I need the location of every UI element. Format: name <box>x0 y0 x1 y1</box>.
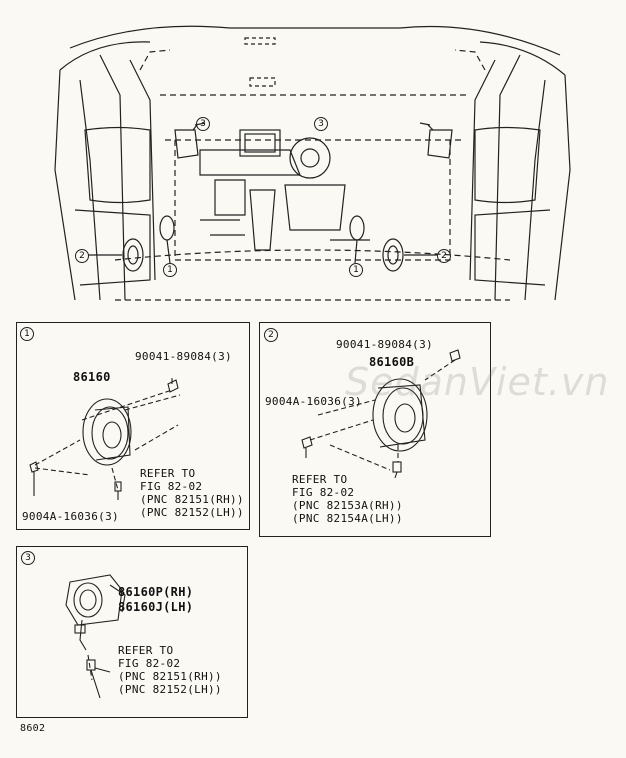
detail-panel-1 <box>16 322 250 530</box>
panel-1-part-screw-top: 90041-89084(3) <box>135 350 232 363</box>
panel-1-badge: 1 <box>20 327 34 341</box>
detail-panel-3 <box>16 546 248 718</box>
panel-3-refer-line-2: FIG 82-02 <box>118 657 181 670</box>
panel-1-part-screw-bottom: 9004A-16036(3) <box>22 510 119 523</box>
panel-1-refer-line-2: FIG 82-02 <box>140 480 203 493</box>
callout-2-right: 2 <box>437 249 451 263</box>
panel-2-refer-line-4: (PNC 82154A(LH)) <box>292 512 403 525</box>
callout-3-right: 3 <box>314 117 328 131</box>
panel-1-part-speaker: 86160 <box>73 370 111 384</box>
figure-code: 8602 <box>20 723 46 734</box>
panel-3-part-rh: 86160P(RH) <box>118 585 194 599</box>
panel-3-refer-line-3: (PNC 82151(RH)) <box>118 670 222 683</box>
panel-3-part-lh: 86160J(LH) <box>118 600 194 614</box>
panel-2-refer-line-2: FIG 82-02 <box>292 486 355 499</box>
panel-3-badge: 3 <box>21 551 35 565</box>
panel-2-part-screw-top: 90041-89084(3) <box>336 338 433 351</box>
panel-2-part-speaker: 86160B <box>369 355 415 369</box>
watermark: SedanViet.vn <box>345 360 610 404</box>
panel-2-badge: 2 <box>264 328 278 342</box>
panel-1-refer-line-4: (PNC 82152(LH)) <box>140 506 244 519</box>
callout-1-right: 1 <box>349 263 363 277</box>
panel-3-refer-line-4: (PNC 82152(LH)) <box>118 683 222 696</box>
callout-3-left: 3 <box>196 117 210 131</box>
panel-2-part-screw-left: 9004A-16036(3) <box>265 395 362 408</box>
panel-2-refer-line-1: REFER TO <box>292 473 348 486</box>
vehicle-interior-overview <box>54 25 571 301</box>
panel-3-refer-line-1: REFER TO <box>118 644 174 657</box>
panel-1-refer-line-3: (PNC 82151(RH)) <box>140 493 244 506</box>
panel-1-refer-line-1: REFER TO <box>140 467 196 480</box>
callout-1-left: 1 <box>163 263 177 277</box>
panel-2-refer-line-3: (PNC 82153A(RH)) <box>292 499 403 512</box>
callout-2-left: 2 <box>75 249 89 263</box>
